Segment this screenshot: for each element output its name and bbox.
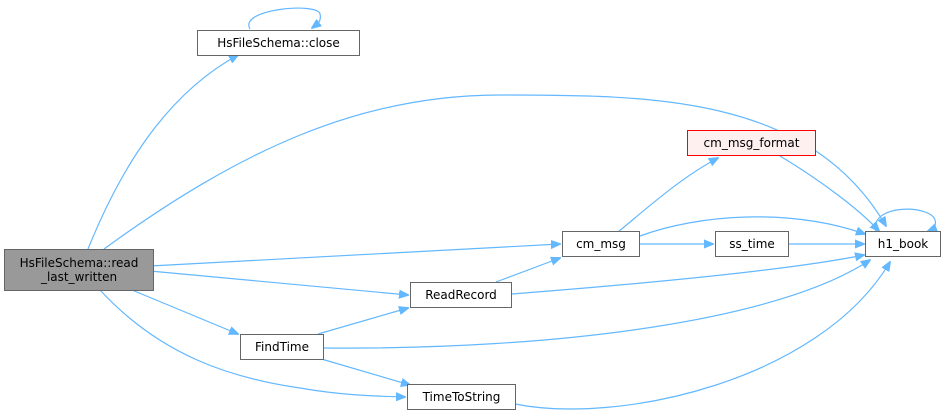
node-cm-msg[interactable]: cm_msg bbox=[562, 231, 640, 257]
edge-cmmsg-to-cmmsgformat bbox=[617, 158, 718, 233]
node-label: TimeToString bbox=[422, 390, 501, 404]
edge-findtime-to-timetostring bbox=[317, 357, 410, 385]
node-label: HsFileSchema::close bbox=[217, 36, 340, 50]
edge-readrecord-to-h1book bbox=[511, 255, 864, 295]
node-label: HsFileSchema::read _last_written bbox=[19, 256, 139, 284]
node-read-last-written[interactable]: HsFileSchema::read _last_written bbox=[4, 249, 154, 291]
node-readrecord[interactable]: ReadRecord bbox=[410, 282, 512, 308]
edge-h1book-self bbox=[874, 208, 935, 233]
node-label: FindTime bbox=[255, 340, 309, 354]
node-timetostring[interactable]: TimeToString bbox=[407, 384, 516, 410]
edge-root-to-h1book-top bbox=[103, 94, 886, 250]
node-label: cm_msg_format bbox=[703, 136, 800, 150]
edge-root-to-timetostring bbox=[99, 289, 405, 397]
node-findtime[interactable]: FindTime bbox=[240, 334, 324, 360]
node-ss-time[interactable]: ss_time bbox=[715, 231, 789, 257]
edge-timetostring-to-h1book bbox=[514, 262, 890, 410]
edge-cmmsg-to-h1book bbox=[639, 216, 865, 237]
node-label: h1_book bbox=[877, 237, 929, 251]
edge-cmmsgformat-to-h1book bbox=[779, 155, 879, 231]
edge-root-to-cmmsg bbox=[149, 244, 560, 267]
node-cm-msg-format[interactable]: cm_msg_format bbox=[687, 130, 816, 156]
edge-root-to-close bbox=[87, 55, 238, 250]
node-label: ss_time bbox=[729, 237, 775, 251]
edge-root-to-readrecord bbox=[149, 270, 408, 295]
node-label: cm_msg bbox=[576, 237, 626, 251]
edge-findtime-to-h1book bbox=[323, 260, 870, 349]
edge-close-self bbox=[248, 7, 321, 29]
node-hsfileschema-close[interactable]: HsFileSchema::close bbox=[197, 30, 360, 56]
edge-readrecord-to-cmmsg bbox=[495, 258, 560, 283]
node-h1-book[interactable]: h1_book bbox=[865, 231, 941, 257]
edge-findtime-to-readrecord bbox=[317, 308, 408, 335]
node-label: ReadRecord bbox=[425, 288, 497, 302]
edge-root-to-findtime bbox=[131, 289, 238, 334]
